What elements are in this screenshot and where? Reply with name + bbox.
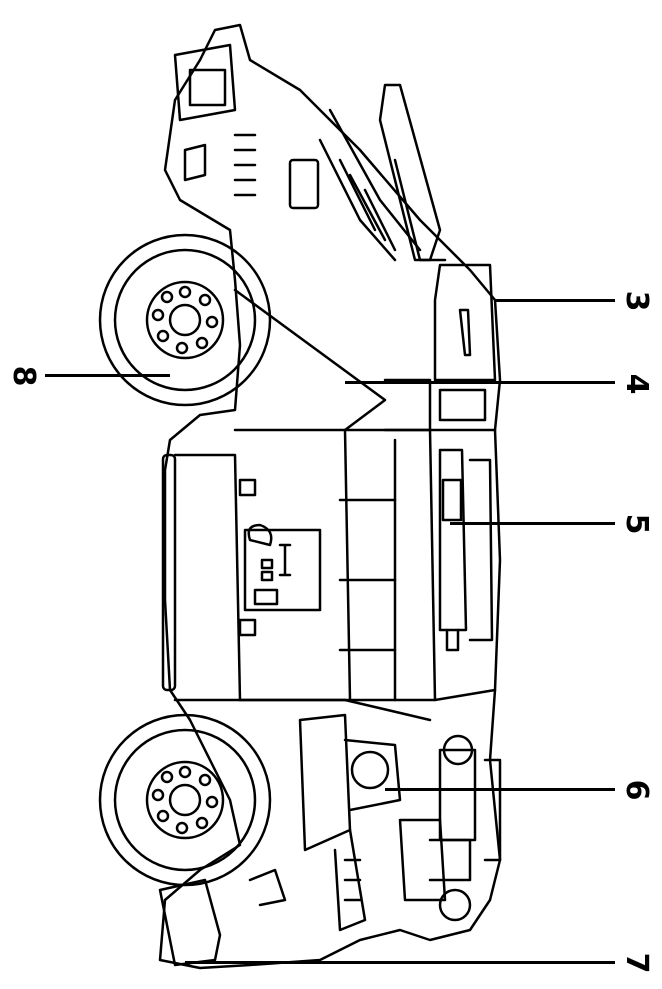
side-hatch [243,528,322,612]
callout-3: 3 [619,290,654,312]
leader-line-7 [185,961,615,964]
callout-5: 5 [619,513,654,535]
callout-6: 6 [619,779,654,801]
rear-wheel-outer [98,713,272,887]
callout-7: 7 [619,952,654,974]
front-wheel-outer [98,233,272,407]
roof-rail [161,453,177,692]
leader-line-3 [495,299,615,302]
part-5-gun [438,448,468,632]
leader-line-4 [345,381,615,384]
leader-line-5 [450,522,615,525]
leader-line-6 [385,788,615,791]
callout-4: 4 [619,373,654,395]
callout-8: 8 [6,365,41,387]
part-6-shape [298,713,352,852]
leader-line-8 [45,374,170,377]
part-3-shape [433,263,497,382]
